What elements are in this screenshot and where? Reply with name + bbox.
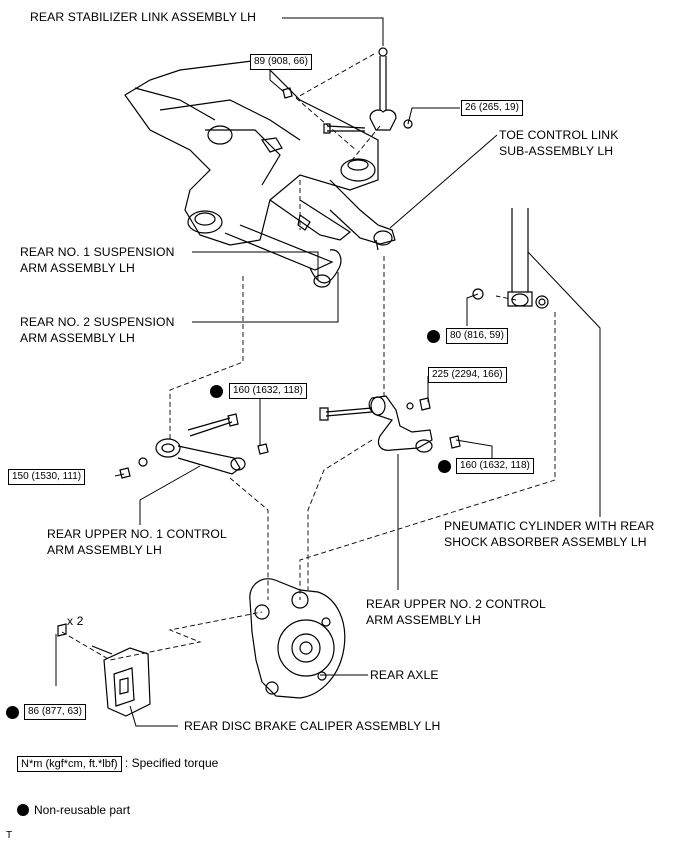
leader-upper1	[139, 465, 201, 525]
upper-arm-1-drawing	[119, 413, 269, 479]
label-quantity-x2: x 2	[67, 614, 84, 628]
label-toe-control-link-2: SUB-ASSEMBLY LH	[499, 144, 614, 158]
nonreusable-marker-upper1	[210, 385, 223, 398]
upper-arm-2-drawing	[319, 395, 461, 453]
lower-arms-drawing	[224, 179, 396, 288]
label-no1-arm-2: ARM ASSEMBLY LH	[20, 261, 135, 275]
stabilizer-link-drawing	[282, 47, 413, 134]
shock-absorber-drawing	[472, 208, 549, 309]
label-upper-no1-arm-2: ARM ASSEMBLY LH	[47, 543, 162, 557]
torque-upper2-nut: 160 (1632, 118)	[456, 458, 534, 474]
label-upper-no1-arm-1: REAR UPPER NO. 1 CONTROL	[47, 527, 227, 541]
torque-upper1-nut: 160 (1632, 118)	[229, 383, 307, 399]
label-stabilizer-link: REAR STABILIZER LINK ASSEMBLY LH	[30, 10, 257, 24]
label-no2-arm-1: REAR NO. 2 SUSPENSION	[20, 315, 175, 329]
torque-caliper-bolt: 86 (877, 63)	[24, 704, 86, 720]
legend-torque-text: : Specified torque	[124, 756, 219, 770]
brake-caliper-drawing	[57, 623, 151, 717]
legend-torque: N*m (kgf*cm, ft.*lbf) : Specified torque	[17, 756, 219, 772]
label-pneumatic-cylinder-2: SHOCK ABSORBER ASSEMBLY LH	[444, 535, 647, 549]
label-toe-control-link-1: TOE CONTROL LINK	[499, 128, 619, 142]
torque-stab-link-nut: 89 (908, 66)	[250, 54, 312, 70]
leader-stab-link	[282, 17, 384, 46]
torque-shock-nut: 80 (816, 59)	[446, 328, 508, 344]
nonreusable-marker-upper2	[438, 460, 451, 473]
subframe-drawing	[124, 59, 379, 246]
leader-toe	[389, 134, 498, 229]
leader-caliper	[129, 705, 178, 727]
nonreusable-marker-caliper	[6, 706, 19, 719]
leader-t1	[269, 69, 285, 93]
leader-pneu	[527, 251, 601, 517]
legend-torque-unit: N*m (kgf*cm, ft.*lbf)	[17, 756, 122, 772]
label-pneumatic-cylinder-1: PNEUMATIC CYLINDER WITH REAR	[444, 519, 655, 533]
leader-t6	[114, 473, 125, 477]
torque-stab-link-bolt: 26 (265, 19)	[461, 100, 523, 116]
leader-t3	[466, 293, 479, 326]
label-no2-arm-2: ARM ASSEMBLY LH	[20, 331, 135, 345]
label-upper-no2-arm-1: REAR UPPER NO. 2 CONTROL	[366, 597, 546, 611]
label-rear-axle: REAR AXLE	[370, 668, 439, 682]
label-brake-caliper: REAR DISC BRAKE CALIPER ASSEMBLY LH	[184, 719, 441, 733]
legend-nonreusable-text: Non-reusable part	[34, 803, 131, 817]
label-no1-arm-1: REAR NO. 1 SUSPENSION	[20, 245, 175, 259]
rear-axle-drawing	[249, 578, 346, 699]
torque-upper1-bolt: 150 (1530, 111)	[8, 469, 86, 485]
nonreusable-marker-shock	[427, 330, 440, 343]
leader-t2	[407, 107, 460, 125]
leader-no2	[192, 272, 339, 323]
torque-upper2-bolt: 225 (2294, 166)	[428, 367, 507, 383]
label-upper-no2-arm-2: ARM ASSEMBLY LH	[366, 613, 481, 627]
footer-code: T	[6, 830, 13, 841]
legend-nonreusable-dot	[17, 804, 29, 816]
leader-no1	[192, 251, 319, 280]
